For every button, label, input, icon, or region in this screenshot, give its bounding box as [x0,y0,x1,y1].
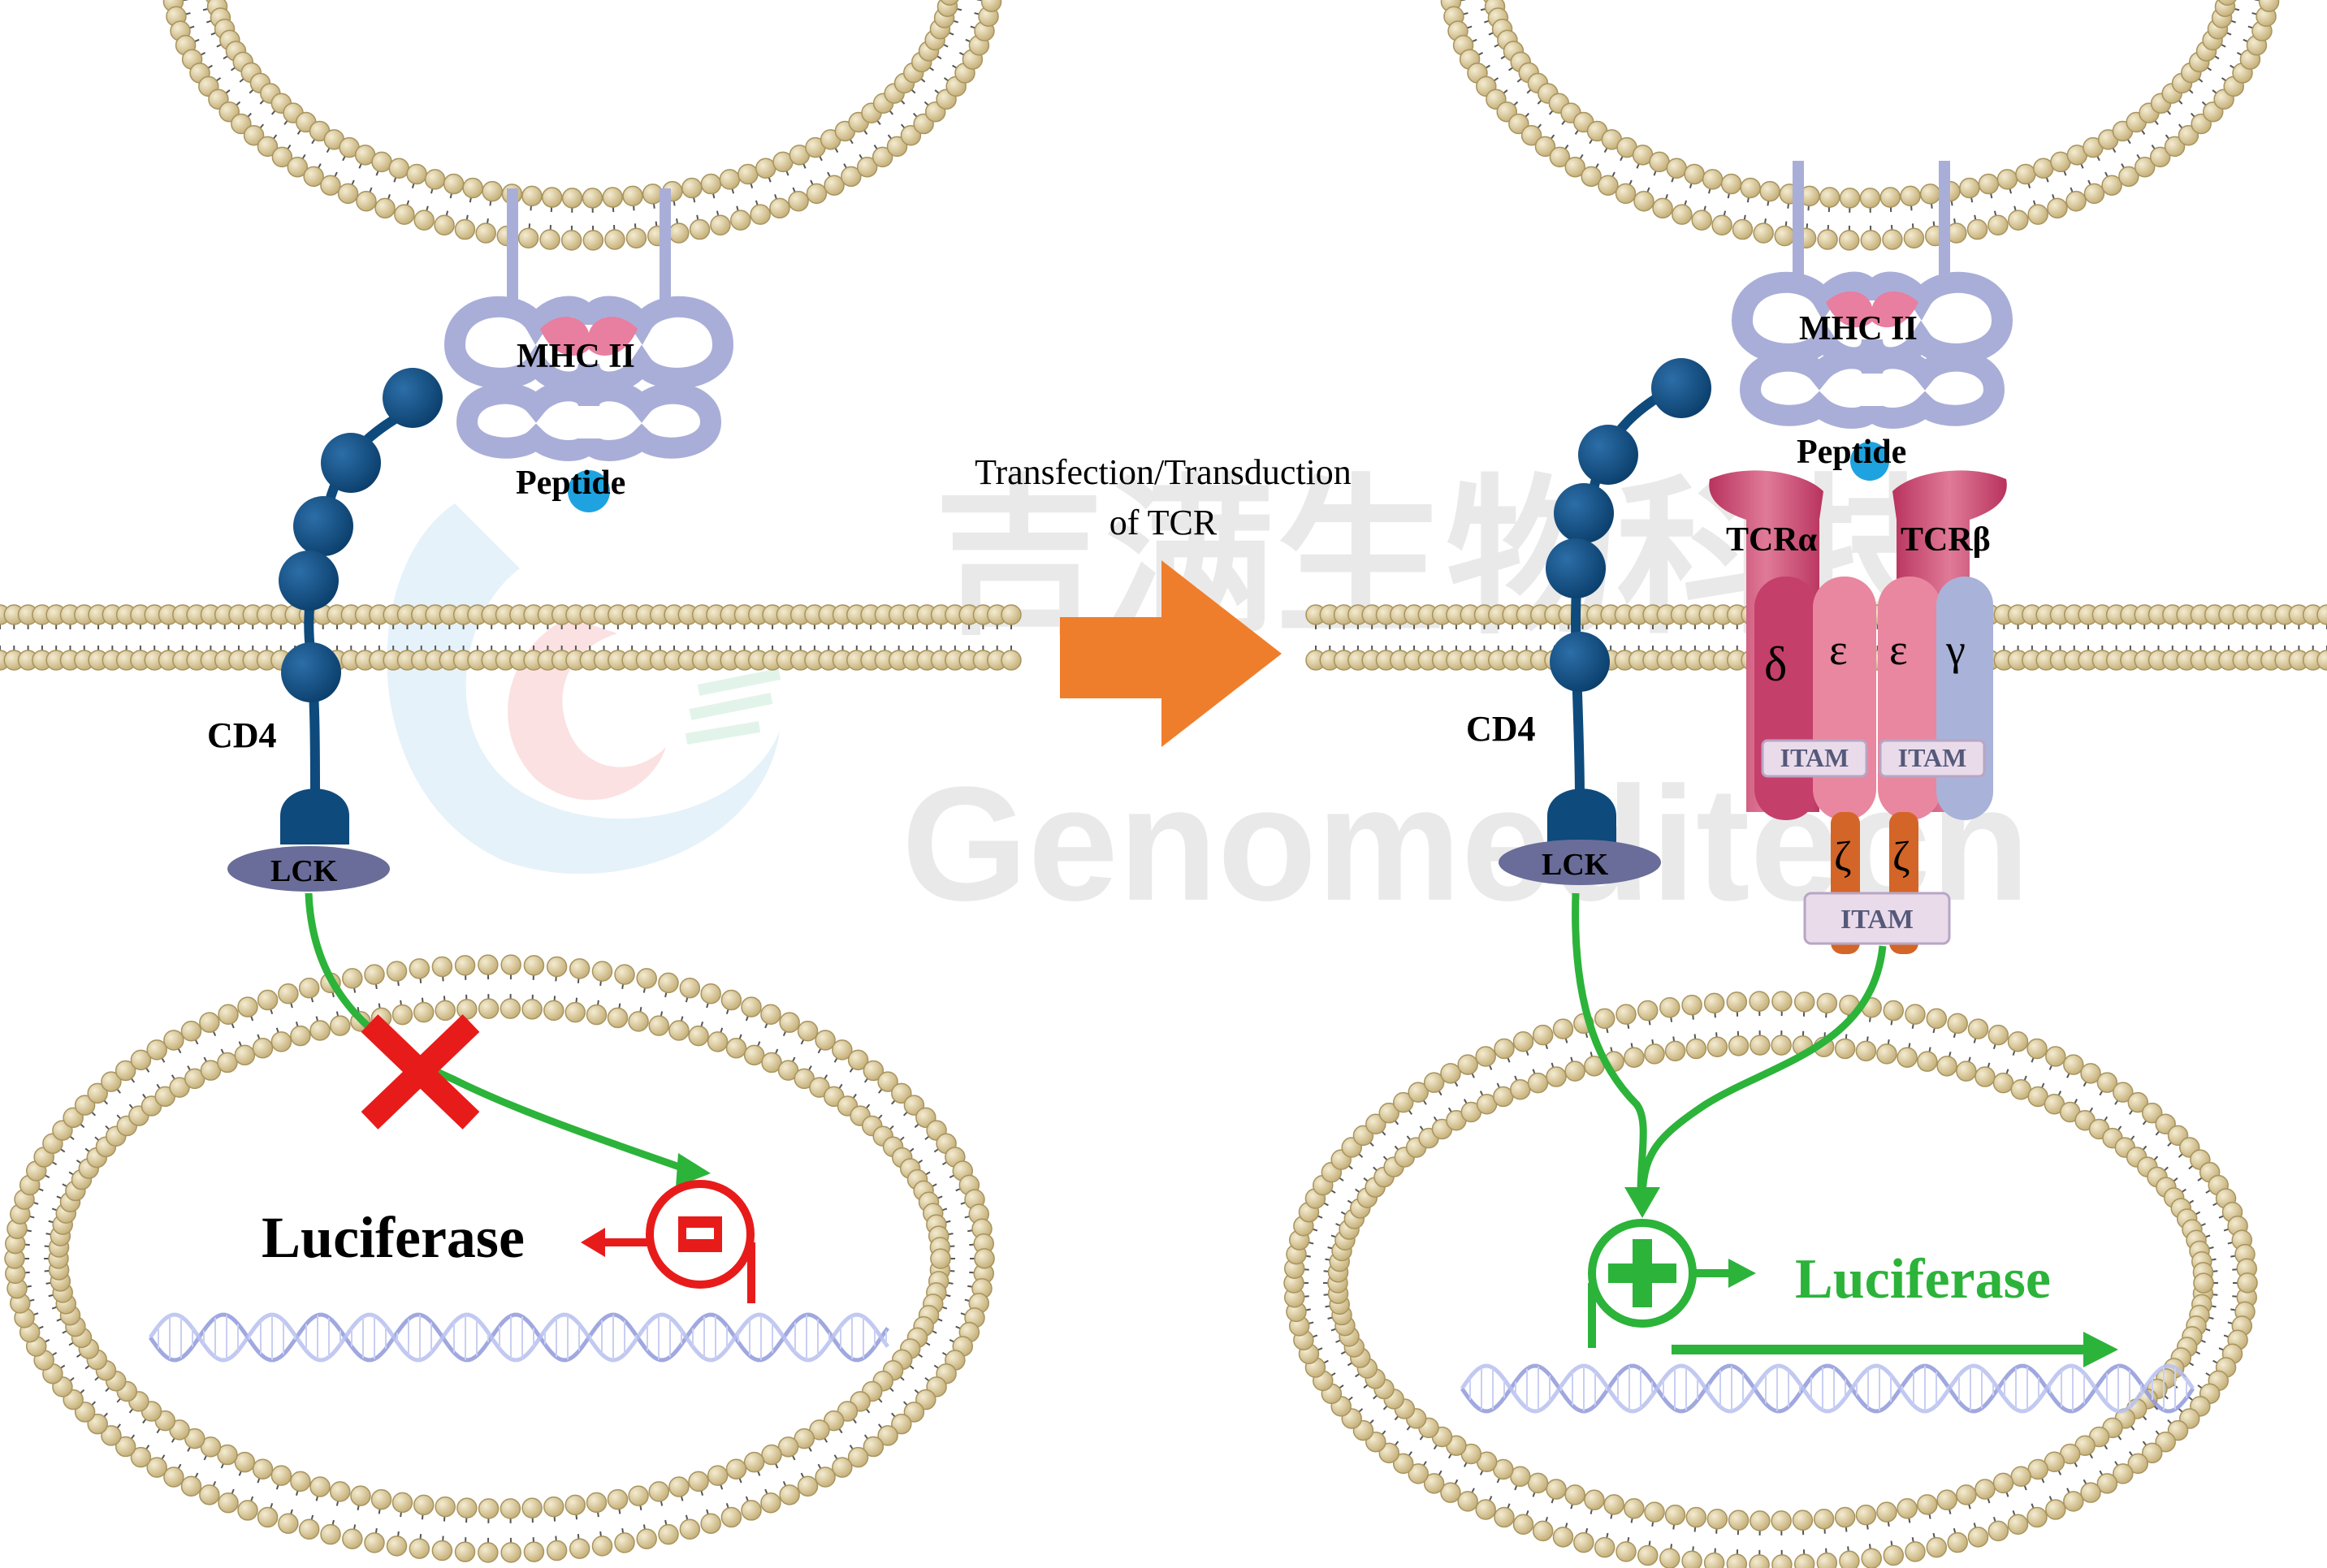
left-dna-helix [148,1312,890,1363]
right-luciferase-label: Luciferase [1795,1248,2051,1311]
tcr-beta-label: TCRβ [1901,521,1991,559]
right-signal-active: Luciferase [1572,892,2118,1367]
right-mhc-ii: MHC II Peptide [1731,161,2013,481]
cd3-gamma [1936,577,1993,820]
zeta-1-label: ζ [1834,834,1852,880]
itam-zeta-label: ITAM [1840,905,1914,935]
right-apc-membrane [1440,0,2280,251]
cd3-epsilon-2-label: ε [1889,625,1908,674]
cd3-delta [1754,577,1818,820]
tcr-complex: TCRα TCRβ δ ε ε γ ITAM ITAM ζ ζ ITAM [1709,470,2007,954]
right-mhc-label: MHC II [1799,310,1918,348]
left-luciferase-label: Luciferase [262,1205,525,1270]
right-cd4: CD4 LCK [1466,358,1711,885]
arrow-caption-line1: Transfection/Transduction [975,452,1352,492]
zeta-2-label: ζ [1892,834,1910,880]
watermark-logo [387,503,781,875]
cd3-epsilon-1 [1813,577,1876,820]
right-peptide [1850,442,1889,481]
right-lck [1499,840,1661,885]
cd3-gamma-label: γ [1945,625,1966,674]
repressor-minus-icon [581,1180,755,1303]
left-lck-label: LCK [270,854,338,888]
left-lck [227,846,390,892]
cd3-epsilon-2 [1878,577,1941,820]
itam-right-label: ITAM [1898,743,1967,772]
left-peptide [568,470,610,512]
right-peptide-label: Peptide [1797,434,1906,471]
left-plasma-membrane [0,604,1022,671]
left-mhc-ii: MHC II Peptide [443,188,734,512]
itam-zeta-box [1803,892,1951,945]
right-panel: MHC II Peptide TCRα TCRβ δ ε ε γ ITAM IT… [1460,161,2195,1414]
left-cd4-label: CD4 [207,715,277,755]
right-cd4-label: CD4 [1466,709,1536,749]
left-nucleus-membrane [4,954,995,1563]
left-mhc-label: MHC II [517,338,635,375]
itam-left-box [1761,739,1868,778]
itam-right-box [1879,739,1986,778]
itam-left-label: ITAM [1780,743,1849,772]
right-lck-label: LCK [1542,848,1609,882]
right-dna-helix [1460,1363,2195,1414]
orange-arrow-icon [1060,560,1282,747]
left-peptide-label: Peptide [516,464,625,502]
left-panel: MHC II Peptide CD4 LCK [148,188,890,1363]
cd3-delta-label: δ [1764,637,1787,691]
left-cd4: CD4 LCK [207,368,443,892]
transcription-arrow-icon [2083,1332,2118,1367]
left-signal-blocked: Luciferase [262,892,755,1303]
transfection-arrow: Transfection/Transduction of TCR [975,452,1352,747]
left-apc-membrane [162,0,1002,251]
tcr-alpha-label: TCRα [1726,521,1818,559]
cd3-epsilon-1-label: ε [1829,625,1848,674]
activator-plus-icon [1588,1219,1756,1348]
block-cross-icon [361,1014,480,1130]
arrow-caption-line2: of TCR [1109,503,1218,542]
right-nucleus-membrane [1283,991,2258,1568]
